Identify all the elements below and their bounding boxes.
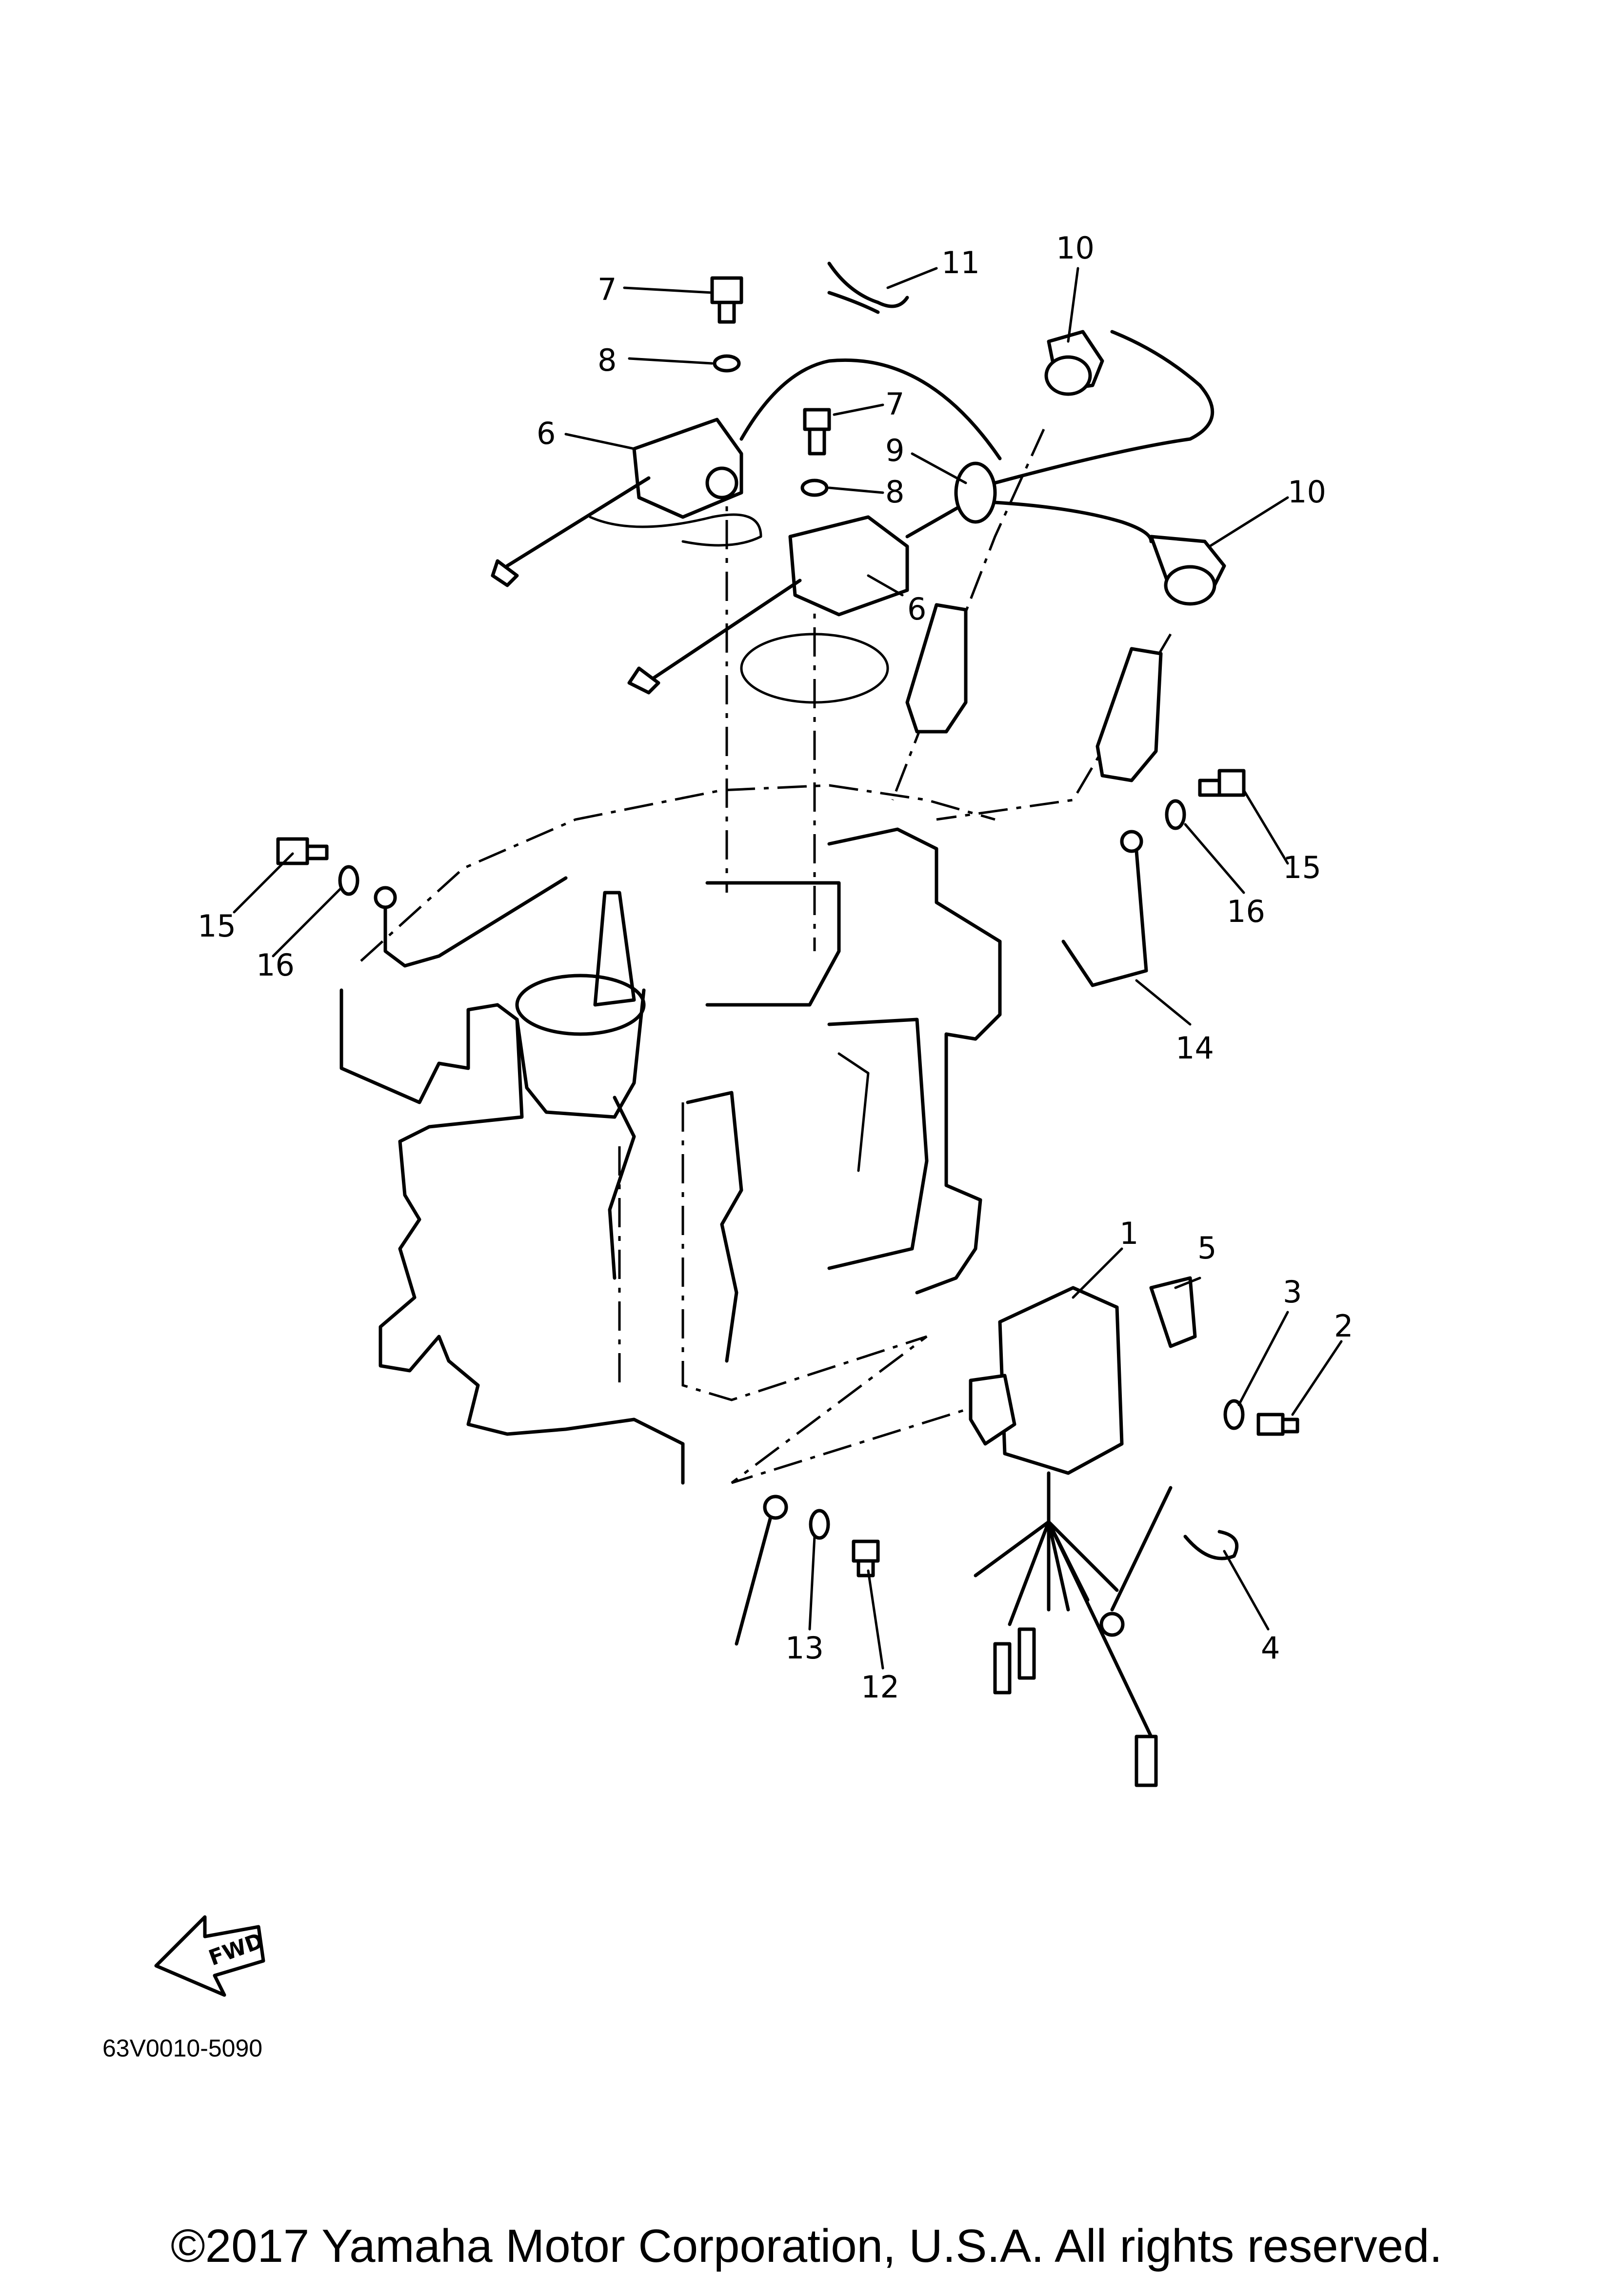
washer-16-left (338, 865, 359, 896)
callout-15-left: 15 (198, 908, 236, 944)
ignition-coil-upper (491, 358, 1002, 587)
callout-7-lower: 7 (885, 386, 904, 422)
bolt-7-lower (803, 408, 831, 456)
callout-2: 2 (1334, 1308, 1353, 1344)
bolt-2 (1256, 1413, 1299, 1436)
callout-8-lower: 8 (885, 474, 904, 510)
fwd-arrow-icon: FWD (154, 1915, 267, 1997)
ignition-coil-lower (627, 496, 977, 704)
callout-10-upper: 10 (1056, 230, 1095, 266)
callout-4: 4 (1261, 1630, 1280, 1666)
clip-4 (1183, 1530, 1239, 1560)
leader-lines (233, 267, 1343, 1670)
plug-cap-lower (1149, 535, 1226, 606)
callout-9: 9 (885, 433, 904, 468)
callout-13: 13 (785, 1630, 824, 1666)
callout-14: 14 (1175, 1030, 1214, 1066)
washer-13 (809, 1509, 830, 1540)
callout-12: 12 (861, 1669, 899, 1705)
callout-16-left: 16 (256, 947, 295, 983)
callout-5: 5 (1197, 1230, 1216, 1266)
grommet-and-wires (954, 330, 1215, 543)
callout-11: 11 (941, 245, 980, 280)
clip-11 (827, 261, 909, 314)
callout-10-lower: 10 (1288, 474, 1326, 510)
callout-6-lower: 6 (907, 591, 926, 627)
bolt-7-upper (710, 276, 743, 324)
washer-16-right (1165, 799, 1186, 830)
callout-15-right: 15 (1283, 850, 1321, 885)
washer-8-upper (713, 354, 741, 373)
ground-lead-bottom (735, 1495, 788, 1646)
ground-lead-left (374, 876, 568, 968)
engine-block (339, 784, 1002, 1485)
callout-6-upper: 6 (537, 416, 556, 451)
washer-8-lower (800, 479, 829, 497)
callout-3: 3 (1283, 1274, 1302, 1310)
bolt-15-left (276, 837, 329, 865)
callout-8-upper: 8 (597, 342, 617, 378)
callout-16-right: 16 (1227, 894, 1265, 929)
copyright-notice: ©2017 Yamaha Motor Corporation, U.S.A. A… (170, 2220, 1443, 2272)
diagram-code: 63V0010-5090 (102, 2035, 263, 2062)
ground-lead-14 (1061, 830, 1148, 987)
plug-cap-upper (1044, 330, 1104, 396)
callout-1: 1 (1119, 1216, 1138, 1251)
bolt-12 (852, 1539, 880, 1577)
bolt-15-right (1198, 769, 1246, 797)
cdi-unit (969, 1286, 1173, 1787)
washer-3 (1223, 1399, 1245, 1430)
spark-plug-right (1095, 647, 1163, 782)
bracket-5 (1149, 1276, 1197, 1348)
callout-7-upper: 7 (597, 272, 617, 307)
spark-plug-left (905, 603, 968, 734)
